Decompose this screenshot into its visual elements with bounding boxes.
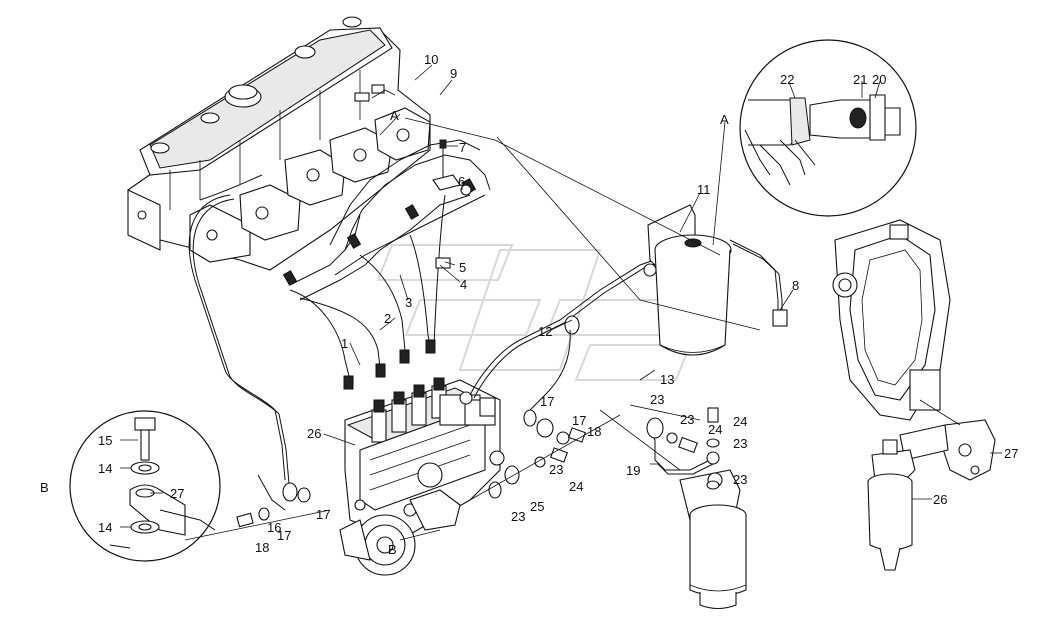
detail-b-label-pump: B bbox=[388, 542, 397, 557]
detail-a-label-right: A bbox=[720, 112, 729, 127]
label-15: 15 bbox=[98, 433, 112, 448]
return-line-left-outer bbox=[192, 198, 290, 485]
injector-pipes bbox=[199, 84, 491, 301]
label-23-f: 23 bbox=[511, 509, 525, 524]
label-24-c: 24 bbox=[569, 479, 583, 494]
label-8: 8 bbox=[792, 278, 799, 293]
label-6: 6 bbox=[458, 174, 465, 189]
label-21: 21 bbox=[853, 72, 867, 87]
label-7: 7 bbox=[459, 140, 466, 155]
label-4: 4 bbox=[460, 277, 467, 292]
bracket-27 bbox=[899, 419, 996, 481]
label-9: 9 bbox=[450, 66, 457, 81]
label-27-left: 27 bbox=[170, 486, 184, 501]
detail-b-circle bbox=[69, 410, 221, 562]
label-16: 16 bbox=[267, 520, 281, 535]
label-18-right: 18 bbox=[587, 424, 601, 439]
label-20: 20 bbox=[872, 72, 886, 87]
fuel-line-12 bbox=[469, 257, 665, 411]
label-23-e: 23 bbox=[549, 462, 563, 477]
detail-a-label-head: A bbox=[390, 108, 399, 123]
flywheel-housing bbox=[832, 219, 951, 421]
injection-pump bbox=[339, 377, 505, 576]
fittings-middle bbox=[488, 407, 720, 499]
return-line-left bbox=[188, 194, 286, 481]
fittings-left bbox=[236, 474, 311, 528]
watermark-logo bbox=[376, 244, 692, 381]
label-2: 2 bbox=[384, 311, 391, 326]
label-14-top: 14 bbox=[98, 461, 112, 476]
label-14-bottom: 14 bbox=[98, 520, 112, 535]
leader-lines bbox=[120, 64, 1002, 541]
label-19: 19 bbox=[626, 463, 640, 478]
label-23-d: 23 bbox=[733, 472, 747, 487]
detail-b-label-left: B bbox=[40, 480, 49, 495]
label-17-left: 17 bbox=[316, 507, 330, 522]
label-5: 5 bbox=[459, 260, 466, 275]
cylinder-head bbox=[127, 16, 431, 271]
fuel-filter-11 bbox=[643, 204, 788, 356]
label-23-a: 23 bbox=[650, 392, 664, 407]
label-12: 12 bbox=[538, 324, 552, 339]
label-27-right: 27 bbox=[1004, 446, 1018, 461]
label-26-left: 26 bbox=[307, 426, 321, 441]
label-3: 3 bbox=[405, 295, 412, 310]
clamp-bolt-assembly bbox=[432, 139, 472, 269]
label-23-c: 23 bbox=[733, 436, 747, 451]
label-13: 13 bbox=[660, 372, 674, 387]
label-17-mid: 17 bbox=[540, 394, 554, 409]
label-25: 25 bbox=[530, 499, 544, 514]
label-23-b: 23 bbox=[680, 412, 694, 427]
label-1: 1 bbox=[341, 336, 348, 351]
high-pressure-pipes bbox=[289, 194, 446, 390]
label-17-bottom: 17 bbox=[277, 528, 291, 543]
label-17-right: 17 bbox=[572, 413, 586, 428]
fuel-filter-26 bbox=[867, 439, 916, 571]
label-26-right: 26 bbox=[933, 492, 947, 507]
label-11: 11 bbox=[697, 182, 711, 197]
label-10: 10 bbox=[424, 52, 438, 67]
filter-assembly-19 bbox=[649, 429, 747, 610]
detail-a-circle bbox=[739, 39, 917, 217]
label-24-b: 24 bbox=[708, 422, 722, 437]
part-number-labels: 1 2 3 4 5 6 7 8 9 10 11 12 13 14 14 15 1… bbox=[40, 52, 1018, 557]
label-18-left: 18 bbox=[255, 540, 269, 555]
label-24-a: 24 bbox=[733, 414, 747, 429]
label-22: 22 bbox=[780, 72, 794, 87]
